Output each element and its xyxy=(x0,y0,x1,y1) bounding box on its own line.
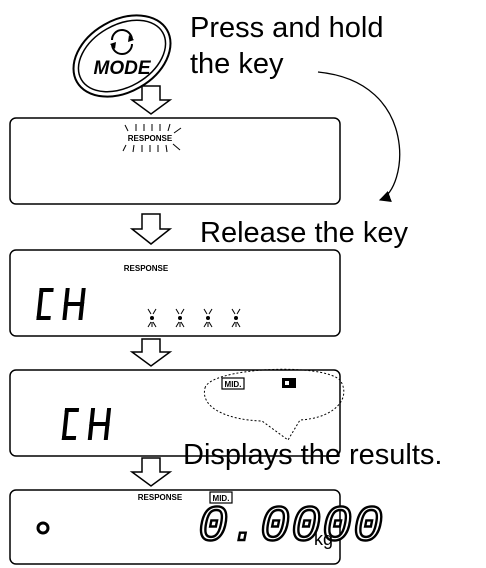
caption-release: Release the key xyxy=(200,217,408,249)
display-2: RESPONSE xyxy=(9,249,341,337)
weight-unit: kg xyxy=(314,529,334,549)
mid-badge: MID. xyxy=(221,377,245,390)
segment-ch xyxy=(61,408,112,440)
callout-bubble xyxy=(203,368,345,441)
svg-text:MID.: MID. xyxy=(225,380,242,389)
mode-key[interactable]: MODE xyxy=(59,0,185,113)
mid-badge: MID. xyxy=(209,491,233,504)
caption-the-key: the key xyxy=(190,48,284,80)
segment-ch xyxy=(36,288,86,320)
response-indicator: RESPONSE xyxy=(138,493,183,502)
hold-to-release-arrow xyxy=(317,71,401,202)
response-indicator: RESPONSE xyxy=(124,264,169,273)
display-1: RESPONSE xyxy=(9,117,341,205)
display-4: RESPONSE MID. xyxy=(9,489,341,565)
status-indicator-icon xyxy=(282,378,296,388)
down-arrow xyxy=(129,338,173,367)
display-3: MID. xyxy=(9,368,345,457)
blinking-dots xyxy=(147,308,241,328)
svg-text:MID.: MID. xyxy=(213,494,230,503)
rotate-arrows-icon xyxy=(110,29,134,55)
blink-marks xyxy=(122,123,182,153)
weight-value: 0.0000 xyxy=(197,499,385,556)
down-arrow xyxy=(129,213,173,245)
stable-mark-icon xyxy=(36,521,50,535)
caption-results: Displays the results. xyxy=(183,439,443,471)
response-indicator: RESPONSE xyxy=(128,134,173,143)
down-arrow xyxy=(129,457,173,487)
down-arrow xyxy=(129,85,173,115)
mode-key-label: MODE xyxy=(94,58,152,79)
caption-press-hold: Press and hold xyxy=(190,12,384,44)
